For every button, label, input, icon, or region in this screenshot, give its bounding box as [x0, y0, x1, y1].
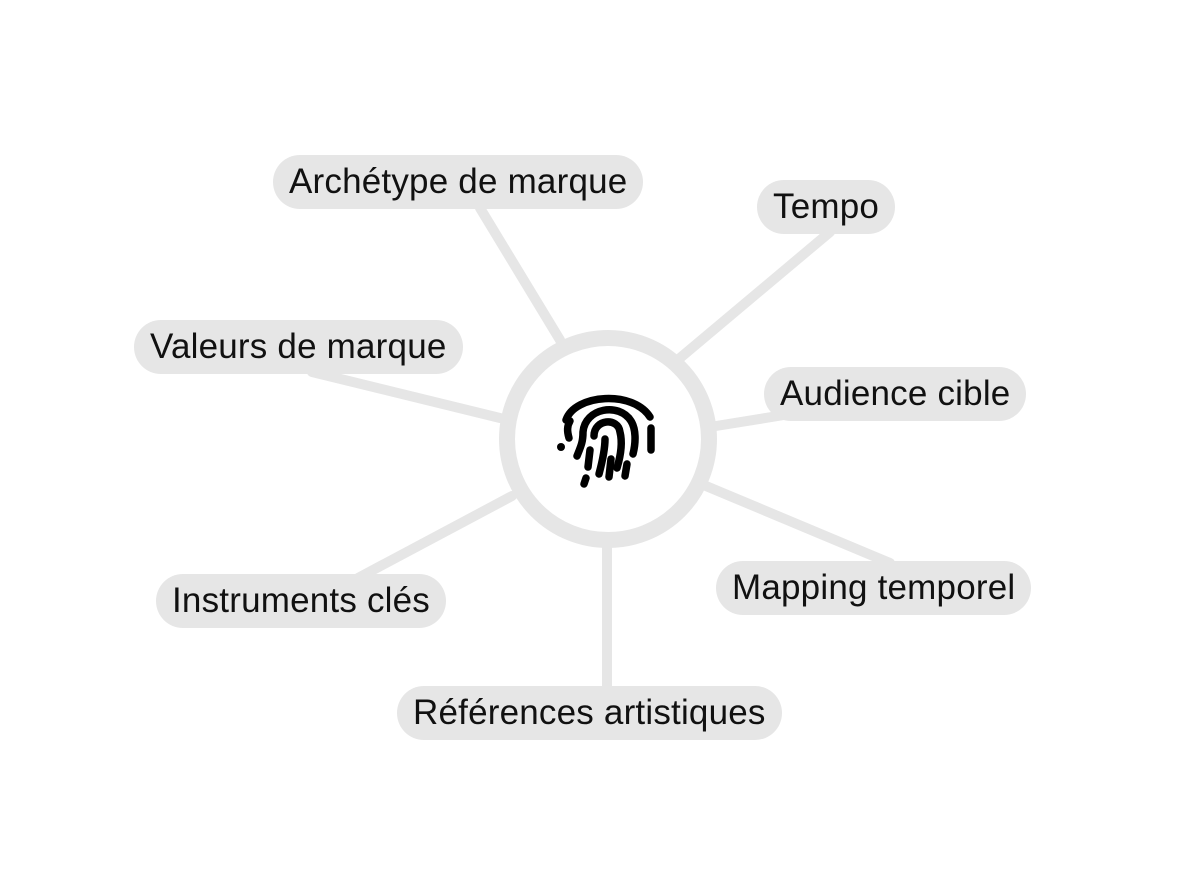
connector-instruments [353, 491, 517, 583]
connector-valeurs [307, 367, 505, 423]
node-instruments-cles[interactable]: Instruments clés [156, 574, 447, 628]
node-references-artistiques[interactable]: Références artistiques [397, 686, 782, 740]
node-audience-cible[interactable]: Audience cible [764, 367, 1027, 421]
node-valeurs-de-marque[interactable]: Valeurs de marque [134, 320, 463, 374]
connector-archetype [475, 203, 565, 345]
connector-tempo [675, 227, 835, 363]
central-node[interactable] [499, 330, 717, 548]
node-mapping-temporel[interactable]: Mapping temporel [716, 561, 1032, 615]
node-tempo[interactable]: Tempo [757, 180, 896, 234]
connector-mapping [701, 481, 895, 568]
fingerprint-icon [557, 394, 655, 488]
node-archetype-de-marque[interactable]: Archétype de marque [273, 155, 644, 209]
